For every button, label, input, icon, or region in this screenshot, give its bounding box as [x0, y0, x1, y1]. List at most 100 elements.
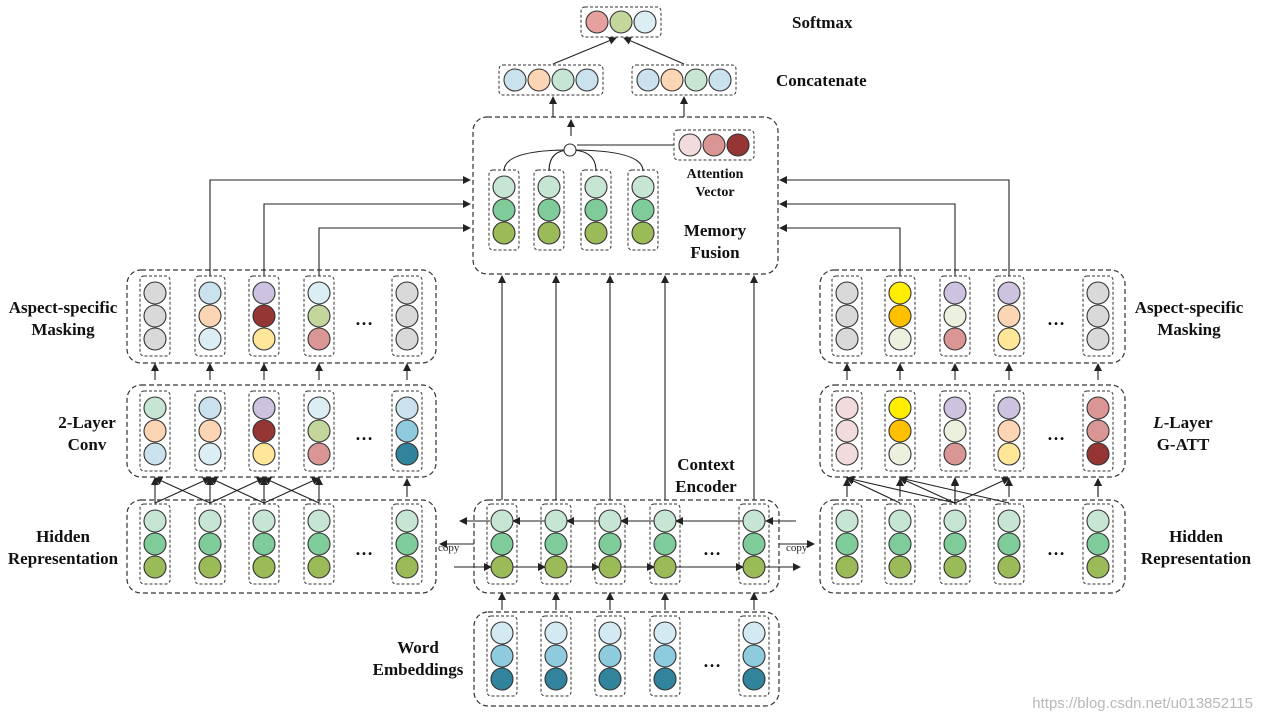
- concat-left-node: [575, 68, 599, 92]
- memory-column-node: [631, 175, 655, 199]
- encoder-column-node: [653, 509, 677, 533]
- right-masking-column-cell: [1082, 275, 1114, 357]
- left-conv-column-cell: [391, 390, 423, 472]
- embedding-column-node: [653, 644, 677, 668]
- embedding-column-cell: [594, 615, 626, 697]
- right-gatt-ellipsis: …: [1047, 424, 1065, 444]
- encoder-column-cell: [540, 503, 572, 585]
- encoder-column-node: [742, 532, 766, 556]
- memory-column-node: [631, 221, 655, 245]
- right-gatt-column-node: [888, 396, 912, 420]
- concat-left-node: [551, 68, 575, 92]
- right-mask-to-fusion: [779, 224, 901, 276]
- embedding-column-cell: [649, 615, 681, 697]
- right-hidden-column-node: [943, 555, 967, 579]
- memory-fusion-group: [472, 116, 779, 275]
- embedding-column-node: [742, 667, 766, 691]
- concat-left-to-softmax: [552, 36, 617, 65]
- right-gatt-label-rest: -Layer: [1164, 413, 1214, 432]
- embedding-column-cell: [486, 615, 518, 697]
- context-encoder-group: [473, 499, 780, 594]
- right-masking-column-node: [888, 327, 912, 351]
- concatenate-label: Concatenate: [776, 71, 867, 90]
- right-hidden-column-cell: [1082, 503, 1114, 585]
- left-conv-column-node: [198, 396, 222, 420]
- softmax-cell: [580, 6, 662, 38]
- embedding-column-node: [544, 667, 568, 691]
- attention-vector-node: [678, 133, 702, 157]
- left-masking-group: [126, 269, 437, 364]
- right-masking-column-cell: [831, 275, 863, 357]
- left-conv-column-node: [395, 442, 419, 466]
- right-masking-column-node: [997, 304, 1021, 328]
- right-masking-ellipsis: …: [1047, 309, 1065, 329]
- left-hidden-column-node: [307, 555, 331, 579]
- softmax-node: [633, 10, 657, 34]
- left-hidden-column-node: [143, 509, 167, 533]
- encoder-column-node: [598, 509, 622, 533]
- right-gatt-column-cell: [1082, 390, 1114, 472]
- concat-right-cell: [631, 64, 737, 96]
- gatt-link: [899, 475, 1010, 504]
- encoder-column-node: [742, 555, 766, 579]
- memory-column-node: [537, 175, 561, 199]
- embedding-column-node: [490, 621, 514, 645]
- attention-vector-node: [726, 133, 750, 157]
- encoder-column-node: [544, 509, 568, 533]
- left-conv-column-node: [198, 419, 222, 443]
- word-embeddings-group: [473, 611, 780, 707]
- left-conv-column-node: [307, 419, 331, 443]
- right-masking-column-node: [888, 304, 912, 328]
- left-masking-column-node: [252, 327, 276, 351]
- memory-column-node: [492, 198, 516, 222]
- softmax-node: [585, 10, 609, 34]
- right-hidden-column-node: [888, 555, 912, 579]
- left-hidden-column-node: [307, 532, 331, 556]
- embedding-column-node: [544, 621, 568, 645]
- encoder-ellipsis: …: [703, 539, 721, 559]
- left-masking-column-node: [198, 281, 222, 305]
- left-hidden-column-cell: [248, 503, 280, 585]
- left-masking-column-node: [307, 281, 331, 305]
- left-hidden-column-node: [252, 509, 276, 533]
- right-gatt-label-italic: L: [1152, 413, 1163, 432]
- right-gatt-column-node: [943, 442, 967, 466]
- right-masking-column-node: [1086, 327, 1110, 351]
- concat-right-node: [708, 68, 732, 92]
- copy-label-right: copy: [786, 542, 808, 554]
- right-hidden-label: Hidden: [1169, 527, 1223, 546]
- right-hidden-column-node: [997, 509, 1021, 533]
- embedding-column-node: [742, 621, 766, 645]
- left-mask-to-fusion: [318, 224, 471, 276]
- word-embeddings-label: Word: [397, 638, 439, 657]
- left-conv-group: [126, 384, 437, 478]
- encoder-column-node: [544, 532, 568, 556]
- right-gatt-column-node: [888, 442, 912, 466]
- right-masking-label-2: Masking: [1157, 320, 1221, 339]
- left-conv-column-cell: [303, 390, 335, 472]
- encoder-column-node: [490, 555, 514, 579]
- memory-column-node: [584, 175, 608, 199]
- left-masking-column-node: [252, 281, 276, 305]
- left-masking-label: Aspect-specific: [9, 298, 118, 317]
- attention-curve: [503, 149, 571, 172]
- watermark: https://blog.csdn.net/u013852115: [1032, 695, 1253, 712]
- softmax-node: [609, 10, 633, 34]
- left-masking-column-cell: [391, 275, 423, 357]
- right-hidden-column-cell: [939, 503, 971, 585]
- right-mask-to-fusion: [779, 176, 1010, 276]
- memory-column-node: [492, 175, 516, 199]
- right-hidden-group: [819, 499, 1126, 594]
- right-masking-column-node: [835, 327, 859, 351]
- attention-vector-node: [702, 133, 726, 157]
- right-gatt-column-cell: [993, 390, 1025, 472]
- softmax-label: Softmax: [792, 13, 853, 32]
- left-hidden-column-node: [198, 555, 222, 579]
- memory-fusion-label-2: Fusion: [690, 243, 740, 262]
- left-conv-column-cell: [139, 390, 171, 472]
- memory-fusion-label: Memory: [684, 221, 747, 240]
- concat-left-node: [503, 68, 527, 92]
- left-conv-column-node: [252, 419, 276, 443]
- left-hidden-column-node: [143, 555, 167, 579]
